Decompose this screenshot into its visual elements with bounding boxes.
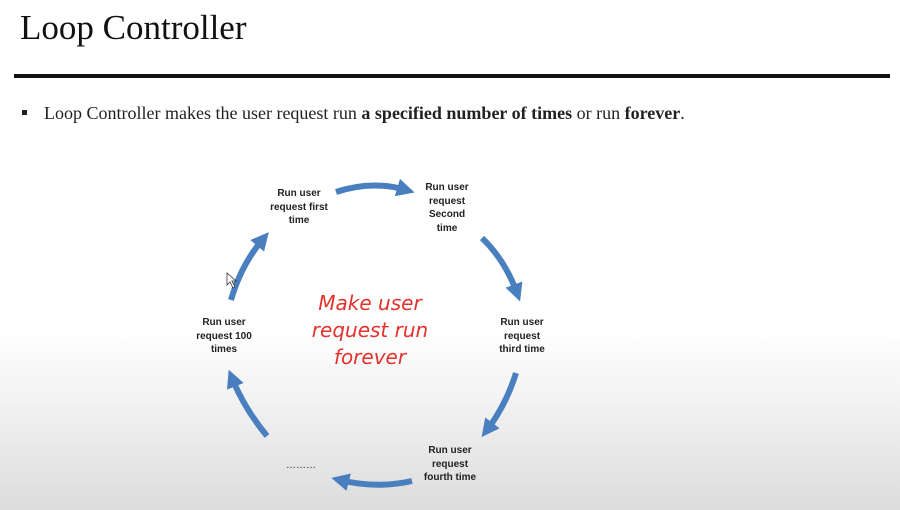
center-forever-label: Make user request run forever — [311, 291, 429, 369]
node-second-time: Run user request Second time — [425, 182, 469, 234]
bullet-text-3: . — [680, 103, 685, 123]
bullet-bold-specified: a specified number of times — [361, 103, 573, 123]
arrow-second-to-third — [479, 235, 523, 302]
slide-title: Loop Controller — [20, 8, 247, 47]
node-fourth-time: Run user request fourth time — [423, 445, 477, 483]
bullet-bold-forever: forever — [624, 103, 681, 123]
bullet-point: Loop Controller makes the user request r… — [22, 103, 685, 124]
node-ellipsis: ……… — [286, 460, 316, 471]
title-divider — [14, 74, 890, 78]
node-first-time: Run user request first time — [270, 188, 328, 226]
arrow-fourth-to-ellipsis — [331, 473, 413, 491]
bullet-square-icon — [22, 110, 27, 116]
arrow-hundred-to-first — [228, 232, 269, 301]
mouse-cursor-icon — [226, 272, 238, 289]
node-100-times: Run user request 100 times — [196, 317, 252, 355]
arrow-first-to-second — [335, 178, 415, 197]
arrow-third-to-fourth — [481, 372, 519, 438]
arrow-ellipsis-to-hundred — [226, 369, 270, 438]
node-third-time: Run user request third time — [499, 317, 545, 355]
bullet-text-1: Loop Controller makes the user request r… — [44, 103, 362, 123]
bullet-text-2: or run — [572, 103, 625, 123]
